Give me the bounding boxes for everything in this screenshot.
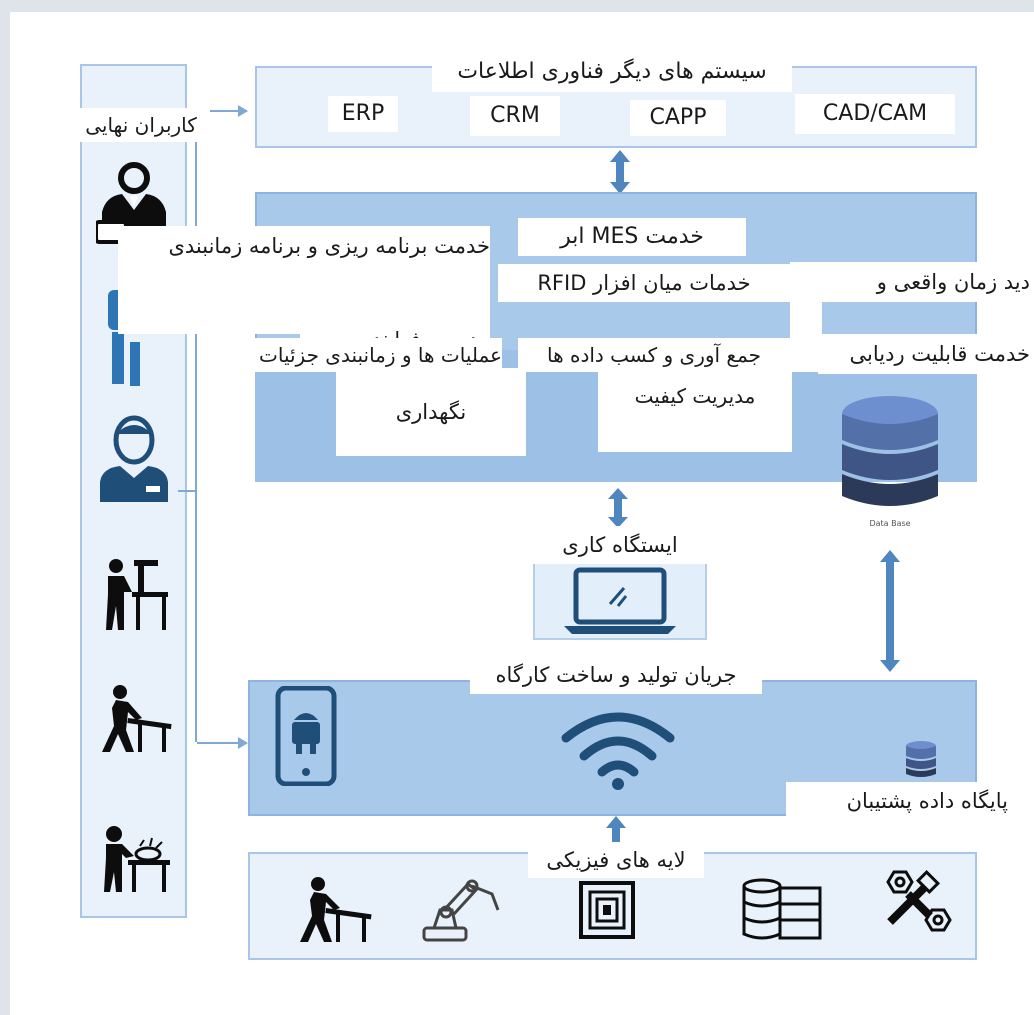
end-users-label: کاربران نهایی	[72, 108, 210, 142]
users-to-shopfloor-arrowhead	[238, 737, 248, 749]
bolts-icon	[886, 869, 952, 932]
planning-label: خدمت برنامه ریزی و برنامه زمانبندی	[118, 226, 490, 266]
mobile-android-icon	[275, 686, 337, 786]
data-collection-label: جمع آوری و کسب داده ها	[518, 338, 790, 372]
rfid-label: خدمات میان افزار RFID	[498, 264, 790, 302]
users-mid-line	[178, 490, 197, 492]
realtime-label: دید زمان واقعی و	[818, 262, 1030, 302]
database-icon	[842, 396, 938, 506]
frame-top	[0, 0, 1034, 12]
quality-label: مدیریت کیفیت	[598, 372, 792, 452]
robot-arm-icon	[422, 879, 500, 942]
detailed-ops-label: عملیات ها و زمانبندی جزئیات	[204, 338, 502, 372]
database-shopfloor-arrow	[880, 550, 900, 672]
capp-label: CAPP	[630, 100, 726, 136]
it-cloud-arrow	[610, 150, 630, 194]
cadcam-label: CAD/CAM	[795, 94, 955, 134]
mes-label: خدمت MES ابر	[518, 218, 746, 256]
users-to-it-line	[197, 110, 247, 112]
laptop-icon	[564, 567, 676, 634]
it-systems-title: سیستم های دیگر فناوری اطلاعات	[432, 52, 792, 92]
users-to-it-arrowhead	[238, 105, 248, 117]
realtime-faded-bg	[790, 262, 822, 372]
storage-rack-icon	[742, 878, 822, 940]
crm-label: CRM	[470, 96, 560, 136]
wifi-icon	[561, 712, 675, 790]
physical-shopfloor-arrow	[606, 816, 626, 850]
frame-left	[0, 0, 10, 1015]
operator-icon	[100, 415, 168, 502]
workstation-label: ایستگاه کاری	[530, 526, 710, 564]
carpenter-icon	[102, 685, 172, 752]
rfid-tag-icon	[579, 881, 635, 939]
backup-db-label: پایگاه داده پشتیبان	[786, 782, 1008, 820]
worker-sawing-icon	[300, 877, 372, 942]
database-caption: Data Base	[869, 519, 911, 528]
shopfloor-label: جریان تولید و ساخت کارگاه	[470, 656, 762, 694]
welder-icon	[104, 826, 170, 892]
users-connector-line	[195, 110, 197, 742]
planning-label-bg	[118, 264, 490, 334]
cloud-workstation-arrow	[608, 488, 628, 528]
machinist-icon	[106, 559, 168, 630]
maintenance-label: نگهداری	[336, 368, 526, 456]
users-to-shopfloor-line	[197, 742, 239, 744]
backup-database-icon	[906, 741, 936, 777]
tracking-label: خدمت قابلیت ردیابی	[818, 334, 1030, 374]
erp-label: ERP	[328, 96, 398, 132]
physical-layer-label: لایه های فیزیکی	[528, 842, 704, 878]
